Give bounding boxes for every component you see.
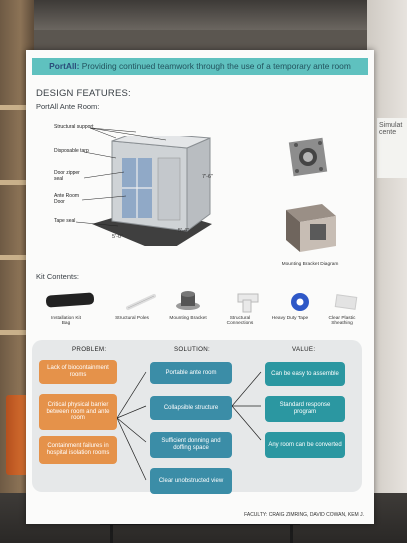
- title-brand: PortAll:: [49, 61, 80, 71]
- value-box-1: Can be easy to assemble: [265, 362, 345, 386]
- flow-arrows: [116, 371, 262, 481]
- dim-depth: 5'-0": [112, 234, 123, 240]
- connections-icon: [237, 293, 259, 313]
- problem-box-3: Containment failures in hospital isolati…: [39, 436, 117, 464]
- design-features-heading: DESIGN FEATURES:: [36, 88, 131, 99]
- label-door-zipper-seal: Door zipper seal: [54, 170, 80, 182]
- side-sign: Simulat cente: [377, 118, 407, 178]
- solution-header: SOLUTION:: [174, 346, 211, 353]
- label-disposable-tarp: Disposable tarp: [54, 148, 89, 154]
- solution-box-3: Sufficient donning and doffing space: [150, 432, 232, 458]
- bracket-diagram: [286, 204, 336, 252]
- kit-item-bracket: Mounting Bracket: [169, 316, 207, 321]
- kit-item-connections: Structural Connections: [226, 316, 254, 326]
- side-sign-text: Simulat cente: [379, 122, 403, 136]
- ante-room-diagram: [92, 136, 212, 246]
- tape-icon: [291, 293, 309, 311]
- problem-box-1: Lack of biocontainment rooms: [39, 360, 117, 384]
- shelf: [0, 330, 34, 335]
- title-text: Providing continued teamwork through the…: [79, 61, 351, 71]
- problem-box-2: Critical physical barrier between room a…: [39, 394, 117, 430]
- problem-header: PROBLEM:: [72, 346, 107, 353]
- ante-room-heading: PortAll Ante Room:: [36, 102, 100, 111]
- room-top: [111, 136, 211, 149]
- shelf: [0, 255, 34, 260]
- dim-width: 5'-4": [178, 228, 189, 234]
- dim-height: 7'-6": [202, 174, 213, 180]
- caption-mounting-bracket-diagram: Mounting Bracket Diagram: [281, 262, 339, 267]
- kit-icons: [45, 291, 358, 313]
- shelf: [0, 180, 34, 185]
- poster: PortAll: Providing continued teamwork th…: [26, 50, 374, 524]
- sheathing-icon: [334, 294, 358, 310]
- bracket-photo: [288, 137, 328, 177]
- solution-box-4: Clear unobstructed view: [150, 468, 232, 494]
- ceiling: [0, 0, 407, 30]
- faculty-credits: FACULTY: CRAIG ZIMRING, DAVID COWAN, KEM…: [244, 512, 364, 518]
- easel-leg: [110, 520, 113, 543]
- inner-panel: [157, 157, 181, 221]
- value-box-3: Any room can be converted: [265, 432, 345, 458]
- kit-item-sheathing: Clear Plastic Sheathing: [328, 316, 356, 326]
- kit-item-tape: Heavy Duty Tape: [271, 316, 309, 321]
- kit-contents-heading: Kit Contents:: [36, 272, 79, 281]
- kit-item-poles: Structural Poles: [115, 316, 149, 321]
- kit-bag-icon: [45, 292, 95, 308]
- label-ante-room-door: Ante Room Door: [54, 193, 80, 205]
- label-tape-seal: Tape seal: [54, 218, 76, 224]
- solution-box-1: Portable ante room: [150, 362, 232, 384]
- shelf: [0, 105, 34, 110]
- easel-leg: [290, 520, 293, 543]
- value-header: VALUE:: [292, 346, 316, 353]
- kit-item-bag: Installation Kit Bag: [51, 316, 81, 326]
- poster-title: PortAll: Providing continued teamwork th…: [32, 58, 368, 75]
- solution-box-2: Collapsible structure: [150, 396, 232, 420]
- label-structural-support: Structural support: [54, 124, 94, 130]
- poles-icon: [126, 294, 156, 310]
- mounting-bracket-icon: [176, 291, 200, 310]
- value-box-2: Standard response program: [265, 396, 345, 422]
- callout-lines: [75, 127, 167, 227]
